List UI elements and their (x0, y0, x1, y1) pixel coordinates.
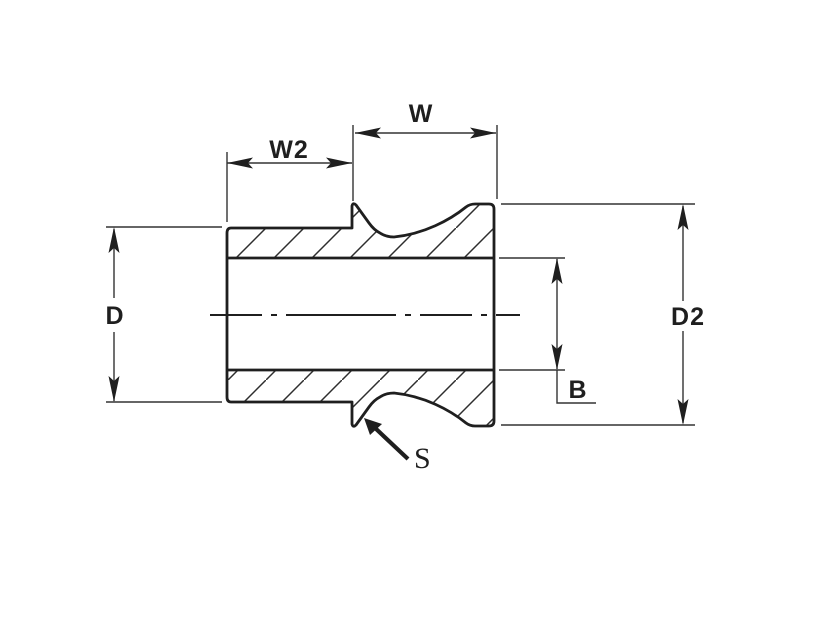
w-label: W (409, 100, 434, 128)
b-label: B (568, 376, 587, 404)
s-arrowhead (364, 418, 382, 435)
hatch-lower-wall (227, 370, 494, 427)
dimension-w: W (355, 100, 498, 199)
callout-s: S (364, 418, 431, 475)
w2-label: W2 (269, 136, 309, 164)
b-arrow-down (551, 344, 563, 370)
part-outline (225, 202, 496, 428)
w2-arrow-left (227, 157, 253, 169)
dimension-w2: W2 (226, 125, 354, 222)
b-arrow-up (551, 258, 563, 284)
dimension-d: D (105, 226, 222, 403)
d2-label: D2 (671, 303, 705, 331)
d2-arrow-up (677, 204, 689, 230)
s-label: S (414, 442, 431, 475)
dimension-d2: D2 (501, 203, 705, 426)
hatch-upper-wall (227, 203, 494, 258)
dimension-b: B (499, 257, 596, 404)
w-arrow-right (470, 127, 496, 139)
s-arrow-shaft (372, 425, 410, 461)
w-arrow-left (355, 127, 381, 139)
d-arrow-down (108, 376, 120, 402)
b-leader-line (556, 370, 596, 404)
w2-arrow-right (326, 157, 352, 169)
d-label: D (105, 302, 124, 330)
d2-arrow-down (677, 399, 689, 425)
d-arrow-up (108, 227, 120, 253)
